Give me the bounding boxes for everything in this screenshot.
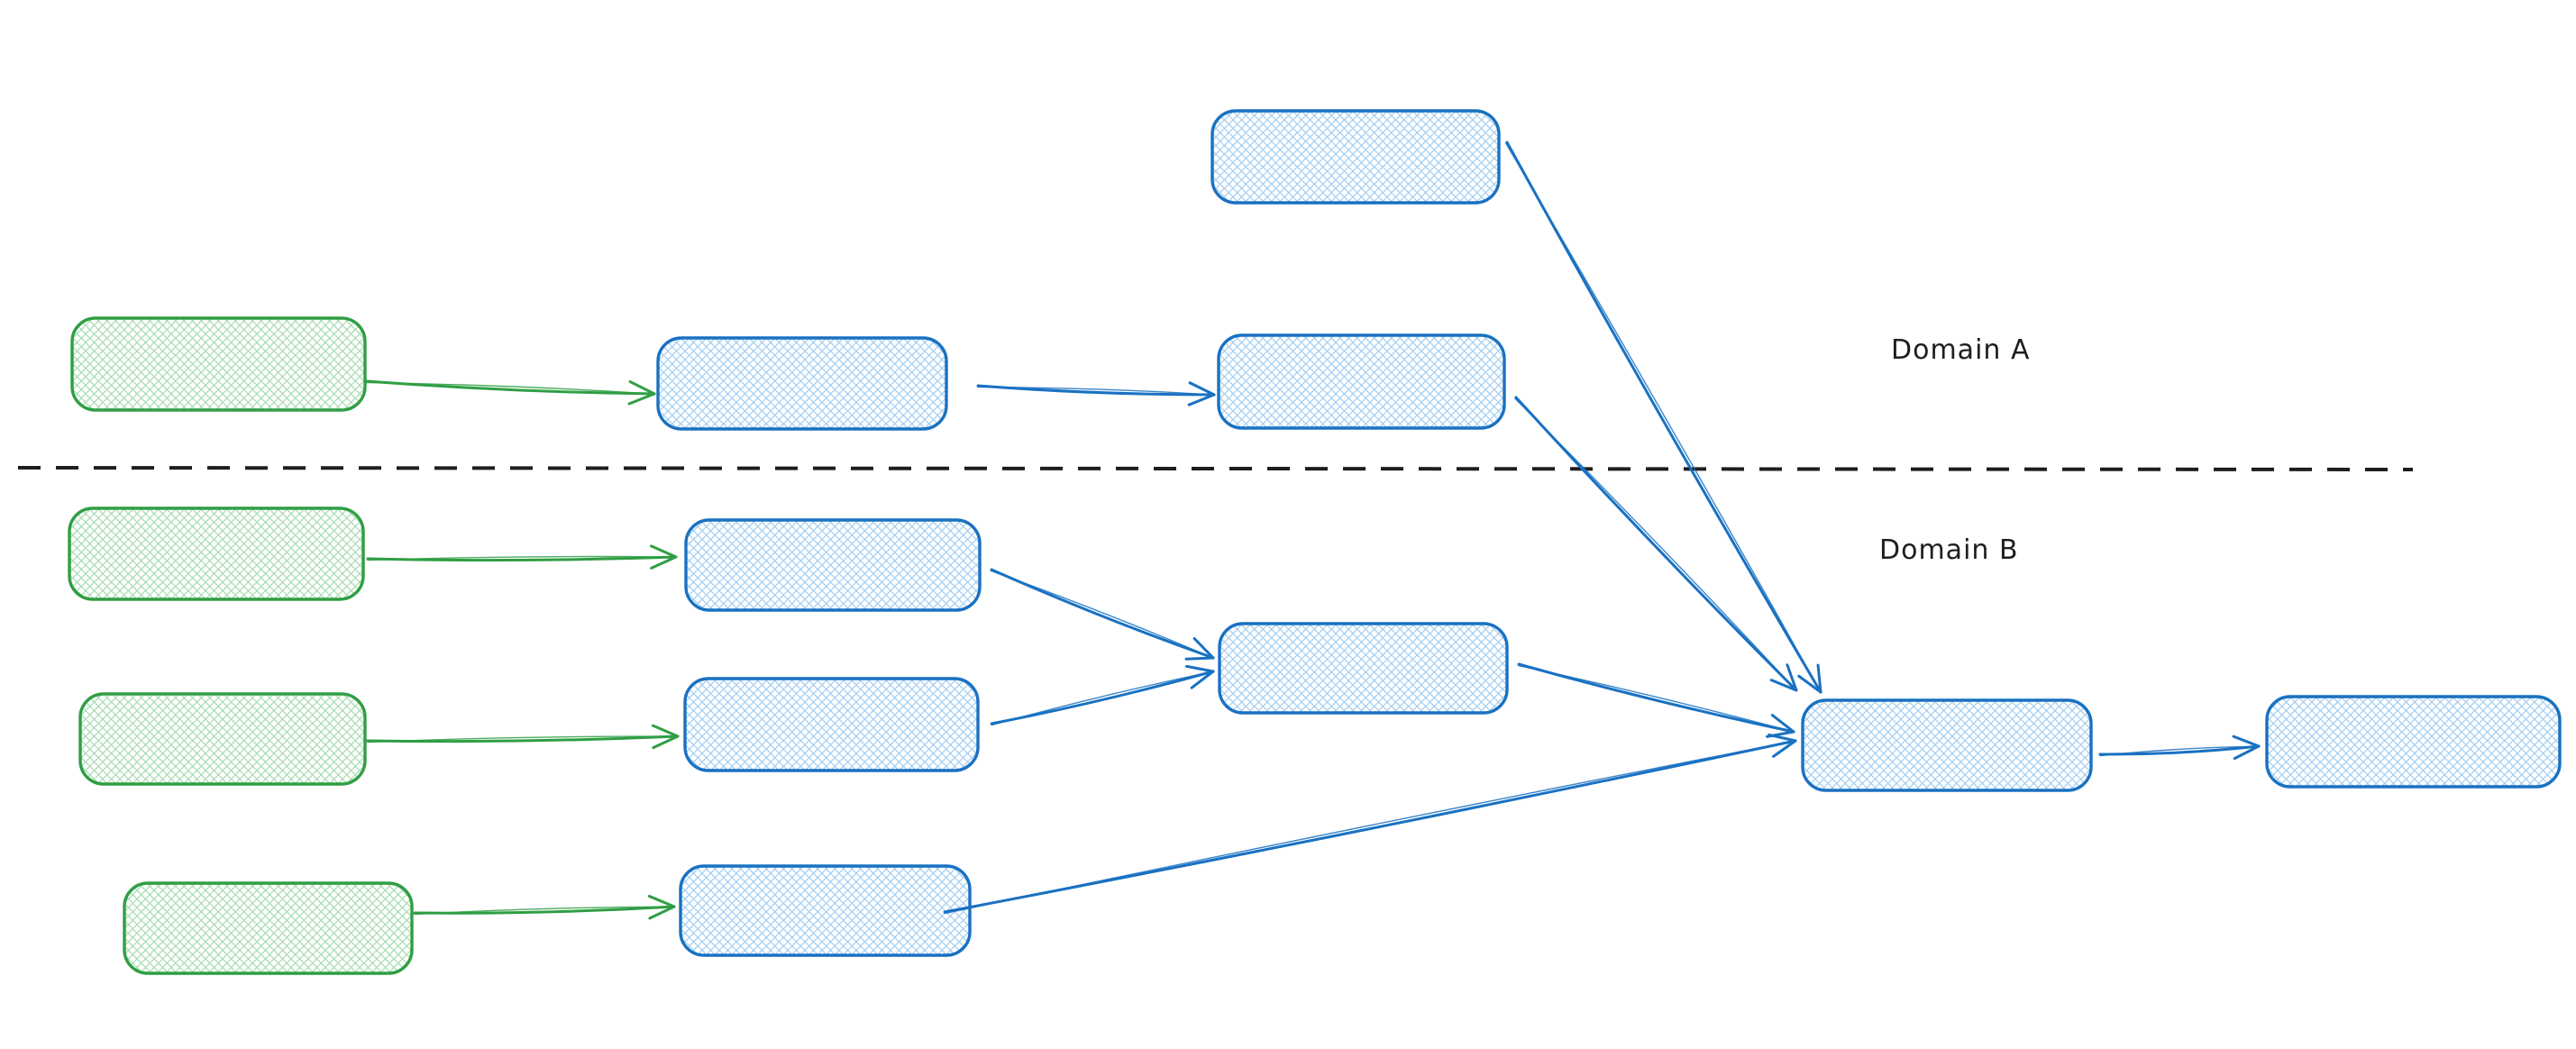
arrow-head bbox=[1772, 739, 1797, 758]
arrow-head bbox=[652, 734, 680, 750]
arrow-shaft-sketch bbox=[1504, 142, 1818, 687]
arrow-head bbox=[1769, 679, 1798, 692]
arrow-head bbox=[2233, 744, 2261, 761]
arrow-head bbox=[627, 392, 656, 406]
arrow-head bbox=[2232, 734, 2261, 748]
arrow-shaft-sketch bbox=[366, 381, 648, 395]
arrow-head bbox=[650, 544, 678, 559]
arrow-head bbox=[1786, 663, 1798, 692]
arrow-top-feature-a-to-aggregator[interactable] bbox=[1504, 141, 1822, 694]
node-output[interactable] bbox=[2265, 695, 2562, 789]
domain-a-label[interactable]: Domain A bbox=[1891, 334, 2031, 366]
domain-b-label[interactable]: Domain B bbox=[1879, 534, 2019, 566]
arrow-shaft bbox=[1505, 141, 1822, 694]
domain-divider-line[interactable] bbox=[17, 466, 2414, 471]
node-step-a2[interactable] bbox=[1217, 333, 1506, 430]
arrow-step-b1-to-merge-b[interactable] bbox=[990, 568, 1215, 661]
arrow-step-a2-to-aggregator[interactable] bbox=[1514, 396, 1798, 692]
node-source-b3[interactable] bbox=[123, 881, 414, 975]
arrow-source-b2-to-step-b2[interactable] bbox=[366, 724, 680, 750]
node-source-b2[interactable] bbox=[78, 692, 367, 786]
arrow-shaft-sketch bbox=[367, 735, 671, 743]
arrow-shaft bbox=[943, 739, 1797, 914]
arrow-source-a-to-step-a1[interactable] bbox=[365, 379, 656, 406]
node-step-b1[interactable] bbox=[684, 518, 982, 612]
arrow-shaft-sketch bbox=[414, 906, 668, 916]
arrow-step-b2-to-merge-b[interactable] bbox=[990, 664, 1215, 726]
arrow-head bbox=[1797, 674, 1822, 694]
node-step-b3[interactable] bbox=[679, 864, 972, 957]
arrow-head bbox=[1184, 656, 1215, 661]
arrow-head bbox=[1770, 714, 1795, 734]
arrow-head bbox=[1187, 393, 1216, 406]
arrow-head bbox=[1768, 733, 1797, 743]
arrow-head bbox=[1192, 636, 1215, 660]
arrow-head bbox=[648, 905, 676, 920]
node-source-b1[interactable] bbox=[68, 506, 365, 601]
arrow-shaft-sketch bbox=[991, 672, 1207, 726]
arrow-head bbox=[1185, 664, 1215, 673]
arrow-head bbox=[650, 555, 678, 570]
arrow-head bbox=[1816, 663, 1822, 694]
arrow-shaft-sketch bbox=[1514, 397, 1793, 686]
arrow-shaft-sketch bbox=[2099, 745, 2252, 757]
node-step-a1[interactable] bbox=[656, 336, 948, 431]
arrow-source-b1-to-step-b1[interactable] bbox=[366, 544, 678, 570]
arrow-head bbox=[1188, 381, 1216, 397]
arrow-shaft-sketch bbox=[990, 570, 1208, 656]
node-merge-b[interactable] bbox=[1218, 622, 1509, 715]
arrow-head bbox=[647, 894, 676, 908]
arrow-merge-b-to-aggregator[interactable] bbox=[1517, 662, 1795, 738]
arrow-step-b3-to-aggregator[interactable] bbox=[943, 733, 1797, 915]
arrow-shaft-sketch bbox=[1517, 664, 1787, 731]
arrow-head bbox=[628, 380, 656, 396]
arrow-shaft-sketch bbox=[944, 741, 1789, 915]
arrow-head bbox=[651, 724, 680, 738]
node-source-a[interactable] bbox=[70, 316, 367, 412]
node-step-b2[interactable] bbox=[683, 677, 980, 772]
node-top-feature-a[interactable] bbox=[1210, 109, 1501, 205]
node-aggregator[interactable] bbox=[1801, 698, 2093, 792]
arrow-step-a1-to-step-a2[interactable] bbox=[976, 381, 1216, 406]
arrow-source-b3-to-step-b3[interactable] bbox=[413, 894, 676, 920]
arrow-shaft-sketch bbox=[367, 555, 670, 561]
arrow-head bbox=[1190, 670, 1215, 689]
arrow-aggregator-to-output[interactable] bbox=[2098, 734, 2261, 761]
arrow-shaft-sketch bbox=[977, 386, 1208, 396]
